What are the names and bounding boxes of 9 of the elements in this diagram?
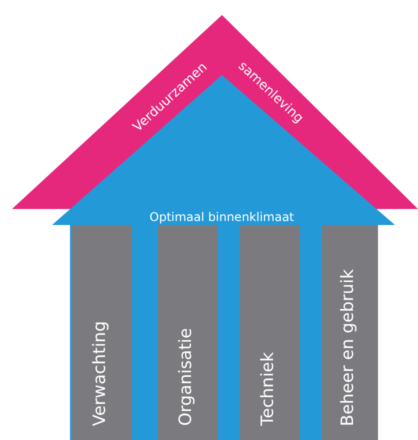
pillar-label: Organisatie — [178, 328, 195, 426]
pillar-label: Techniek — [260, 352, 277, 426]
pillar — [158, 225, 218, 440]
pillar — [322, 225, 378, 440]
house-label: Optimaal binnenklimaat — [150, 211, 294, 223]
pillar — [240, 225, 300, 440]
pillar-label: Verwachting — [92, 320, 109, 426]
pillar-label: Beheer en gebruik — [340, 268, 357, 426]
pillar — [72, 225, 132, 440]
